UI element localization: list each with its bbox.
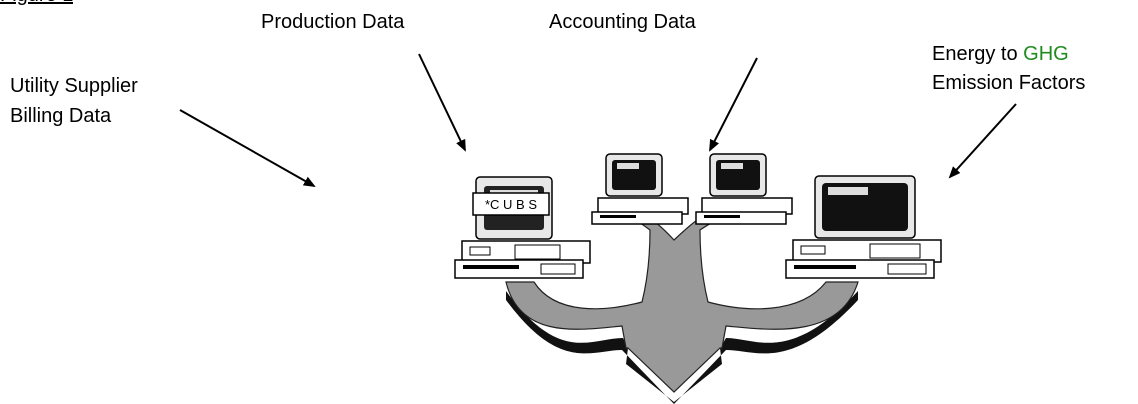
cubs-screen-text: *C U B S bbox=[485, 197, 537, 212]
utility-billing-label-line2: Billing Data bbox=[10, 105, 112, 127]
production-arrow bbox=[418, 53, 466, 152]
data-flow-arrow bbox=[505, 209, 859, 393]
computer-small-left bbox=[591, 153, 689, 225]
computer-production: *C U B S bbox=[454, 176, 591, 279]
accounting-data-label: Accounting Data bbox=[549, 11, 696, 33]
production-data-label: Production Data bbox=[261, 11, 405, 33]
ghg-text: GHG bbox=[1023, 43, 1069, 65]
utility-billing-label-line1: Utility Supplier bbox=[10, 75, 138, 97]
energy-prefix-text: Energy to bbox=[932, 43, 1024, 65]
cubs-screen-label bbox=[472, 192, 550, 216]
energy-ghg-label-line2: Emission Factors bbox=[932, 72, 1086, 94]
utility-arrow bbox=[179, 109, 316, 187]
accounting-arrow bbox=[709, 57, 758, 152]
data-flow-shadow bbox=[506, 291, 858, 404]
energy-arrow bbox=[948, 103, 1017, 179]
computer-energy-ghg bbox=[785, 175, 942, 279]
energy-ghg-label-line1: Energy to GHG bbox=[932, 42, 1069, 66]
computer-accounting bbox=[695, 153, 793, 225]
header-label: Figure 1 bbox=[0, 0, 73, 8]
